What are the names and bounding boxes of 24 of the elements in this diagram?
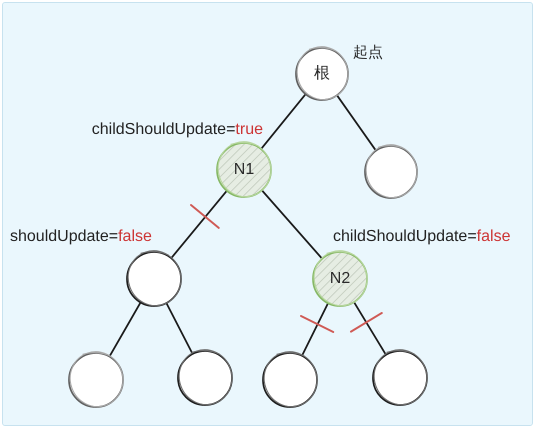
tree-node-circle	[175, 348, 235, 408]
tree-edge	[166, 303, 194, 354]
node-label: 根	[314, 65, 330, 83]
tree-node-circle	[214, 140, 274, 200]
tree-node-circle	[124, 249, 184, 309]
tree-node-circle	[310, 249, 370, 309]
tree-edge	[336, 95, 376, 151]
tree-node-circle	[370, 348, 430, 408]
condition-label: childShouldUpdate=false	[333, 228, 510, 246]
node-label: N1	[234, 161, 254, 179]
tree-node-circle	[293, 45, 351, 103]
condition-label: shouldUpdate=false	[10, 228, 152, 246]
tree-edge	[302, 303, 328, 356]
condition-label: childShouldUpdate=true	[92, 121, 263, 139]
tree-edge	[262, 190, 322, 259]
node-label: N2	[330, 270, 350, 288]
tree-edge	[354, 302, 386, 355]
tree-node-circle	[362, 143, 420, 201]
condition-label: 起点	[353, 44, 383, 62]
tree-node-circle	[260, 350, 320, 410]
tree-edge	[260, 94, 306, 150]
tree-edge	[109, 302, 141, 357]
tree-node-circle	[66, 350, 126, 410]
tree-edge	[170, 190, 228, 258]
